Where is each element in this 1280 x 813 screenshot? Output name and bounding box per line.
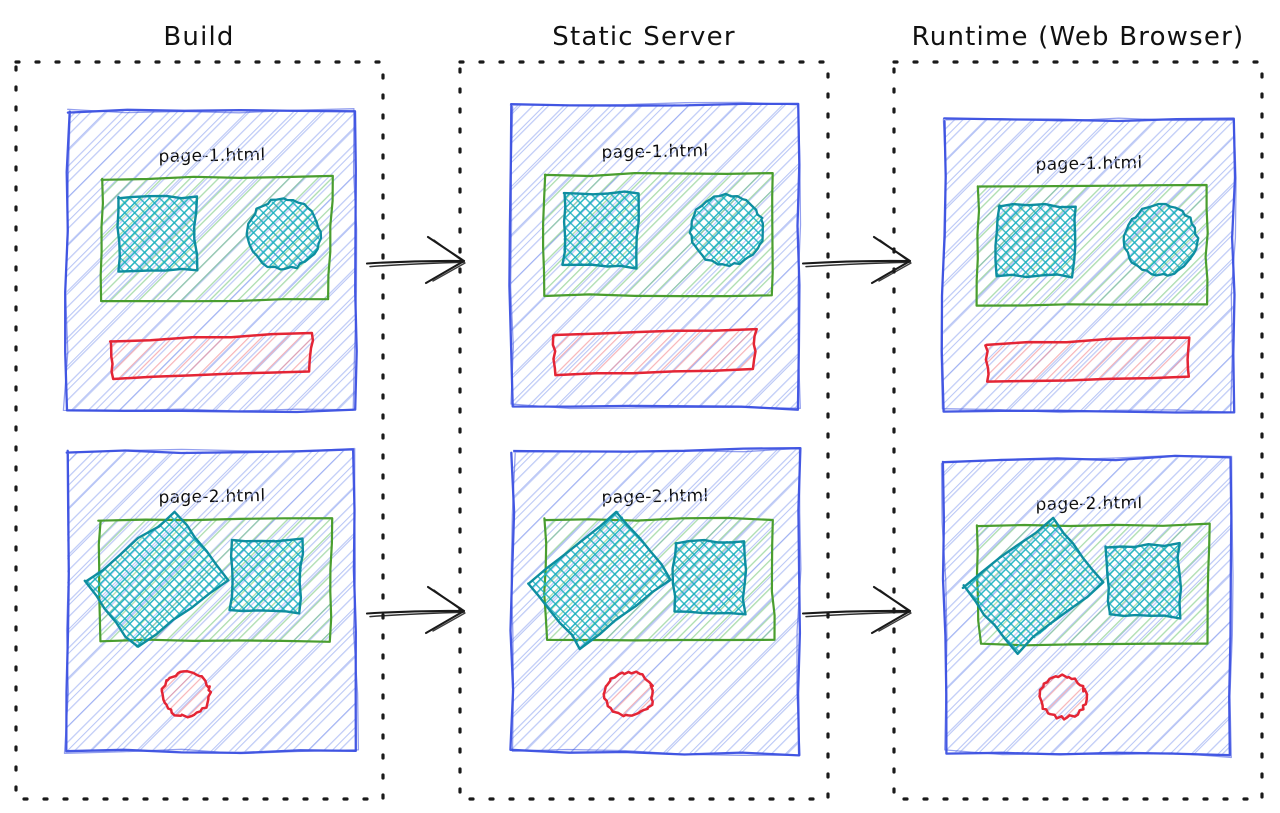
page-build-page-2	[63, 447, 360, 755]
arrow-arrow-server-to-runtime-row1	[801, 235, 912, 285]
page-server-page-1	[508, 101, 802, 411]
page-boxes	[62, 101, 1237, 759]
container-build-container	[14, 60, 385, 801]
column-title-build: Build	[163, 22, 235, 52]
page-runtime-page-2	[940, 454, 1234, 759]
arrow-arrow-build-to-server-row2	[365, 585, 466, 635]
container-runtime-container	[892, 60, 1264, 801]
column-title-runtime: Runtime (Web Browser)	[911, 22, 1245, 52]
arrow-arrow-server-to-runtime-row2	[801, 585, 912, 635]
page-server-page-2	[509, 447, 802, 757]
page-build-page-1	[62, 108, 358, 414]
page-runtime-page-1	[940, 117, 1237, 414]
column-title-static-server: Static Server	[552, 22, 736, 52]
container-static-server-container	[458, 60, 830, 801]
flow-arrows	[365, 235, 912, 635]
container-boxes	[14, 60, 1264, 801]
arrow-arrow-build-to-server-row1	[365, 235, 466, 285]
